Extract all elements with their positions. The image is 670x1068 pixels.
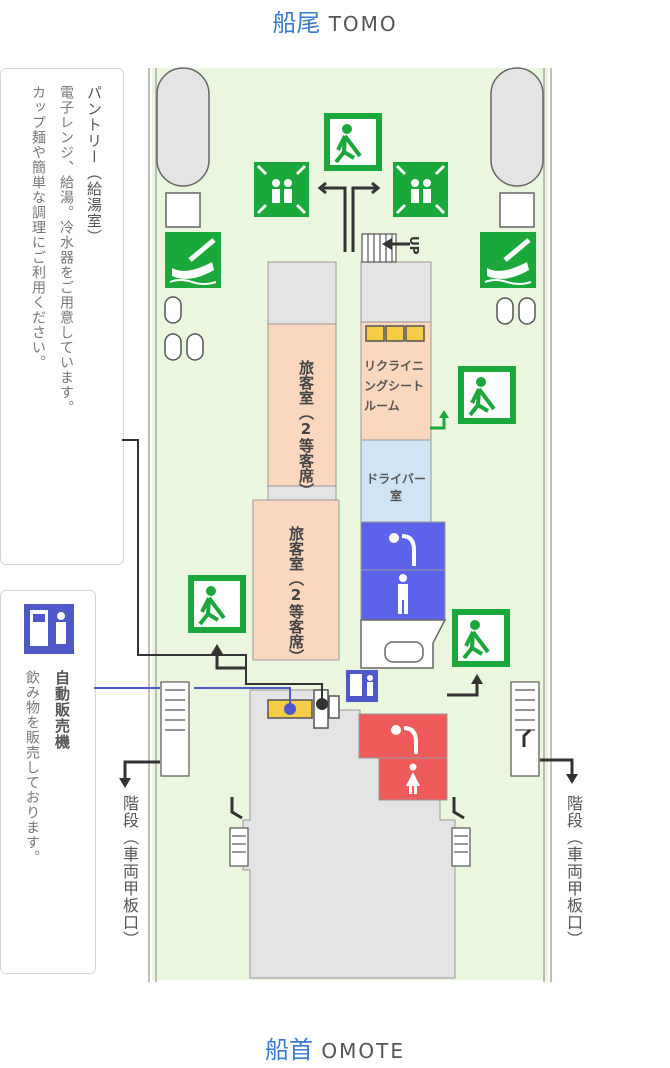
stairs-right-label: 階段（車両甲板口）	[561, 795, 585, 948]
lifeboat-icon	[165, 232, 221, 288]
cabin-lower	[252, 499, 340, 661]
cabin-lower-class: （2等客席）	[287, 571, 305, 664]
stairs-vehicle-left	[229, 827, 249, 867]
cabin-upper-label: 旅客室（2等客席）	[296, 360, 317, 498]
stern-title-en: TOMO	[328, 12, 398, 36]
stairs-right-lower	[510, 681, 540, 777]
stairs-left-lower	[160, 681, 190, 777]
shower-icon	[389, 533, 416, 566]
cabin-upper-class: （2等客席）	[297, 405, 315, 498]
cabin-upper	[267, 323, 337, 487]
mens-toilet-icon	[398, 574, 408, 614]
vending-machine-icon	[346, 670, 378, 702]
cabin-lower-label: 旅客室（2等客席）	[286, 526, 307, 664]
emergency-exit-icon	[458, 366, 516, 424]
cabin-upper-name: 旅客室	[297, 360, 315, 405]
stairs-right-sub: （車両甲板口）	[564, 829, 583, 948]
pantry-info-box	[0, 68, 124, 565]
assembly-point-icon	[393, 162, 448, 217]
mens-shower-room	[360, 521, 446, 571]
assembly-point-icon	[254, 162, 309, 217]
emergency-exit-icon	[188, 575, 246, 633]
lifeboat-icon	[480, 232, 536, 288]
bow-title-jp: 船首	[265, 1036, 314, 1064]
stairs-up-label: UP	[407, 236, 421, 255]
lifeboat-left	[156, 67, 210, 187]
driver-room	[360, 439, 432, 523]
stairs-right-name: 階段	[564, 795, 583, 829]
cabin-lower-name: 旅客室	[287, 526, 305, 571]
emergency-exit-icon	[324, 113, 382, 171]
vending-title: 自動販売機	[53, 670, 71, 750]
pantry-desc-line1: 電子レンジ、給湯。冷水器をご用意しています。	[58, 85, 74, 415]
stern-title-jp: 船尾	[272, 9, 321, 37]
emergency-exit-icon	[452, 609, 510, 667]
recliner-seats	[365, 325, 425, 342]
womens-toilet-icon	[406, 763, 420, 794]
bow-title: 船首 OMOTE	[0, 1030, 670, 1065]
exit-route-arrows	[123, 181, 574, 820]
driver-room-label: ドライバー室	[366, 472, 426, 503]
stairs-left-label: 階段（車両甲板口）	[117, 795, 141, 948]
pantry-title: パントリー（給湯室）	[85, 85, 103, 245]
lifeboat-right	[490, 67, 544, 187]
womens-shower-room	[358, 713, 448, 759]
pantry-desc-line2: カップ麺や簡単な調理にご利用ください。	[30, 85, 46, 370]
vending-desc: 飲み物を販売しております。	[24, 670, 40, 865]
recliner-room-label: リクライニングシートルーム	[364, 359, 425, 413]
stairs-left-sub: （車両甲板口）	[120, 829, 139, 948]
stairs-vehicle-right	[451, 827, 471, 867]
shower-icon	[391, 725, 418, 754]
bow-title-en: OMOTE	[321, 1039, 405, 1063]
stairs-left-name: 階段	[120, 795, 139, 829]
vending-machine-icon	[24, 604, 74, 654]
stern-title: 船尾 TOMO	[0, 3, 670, 38]
